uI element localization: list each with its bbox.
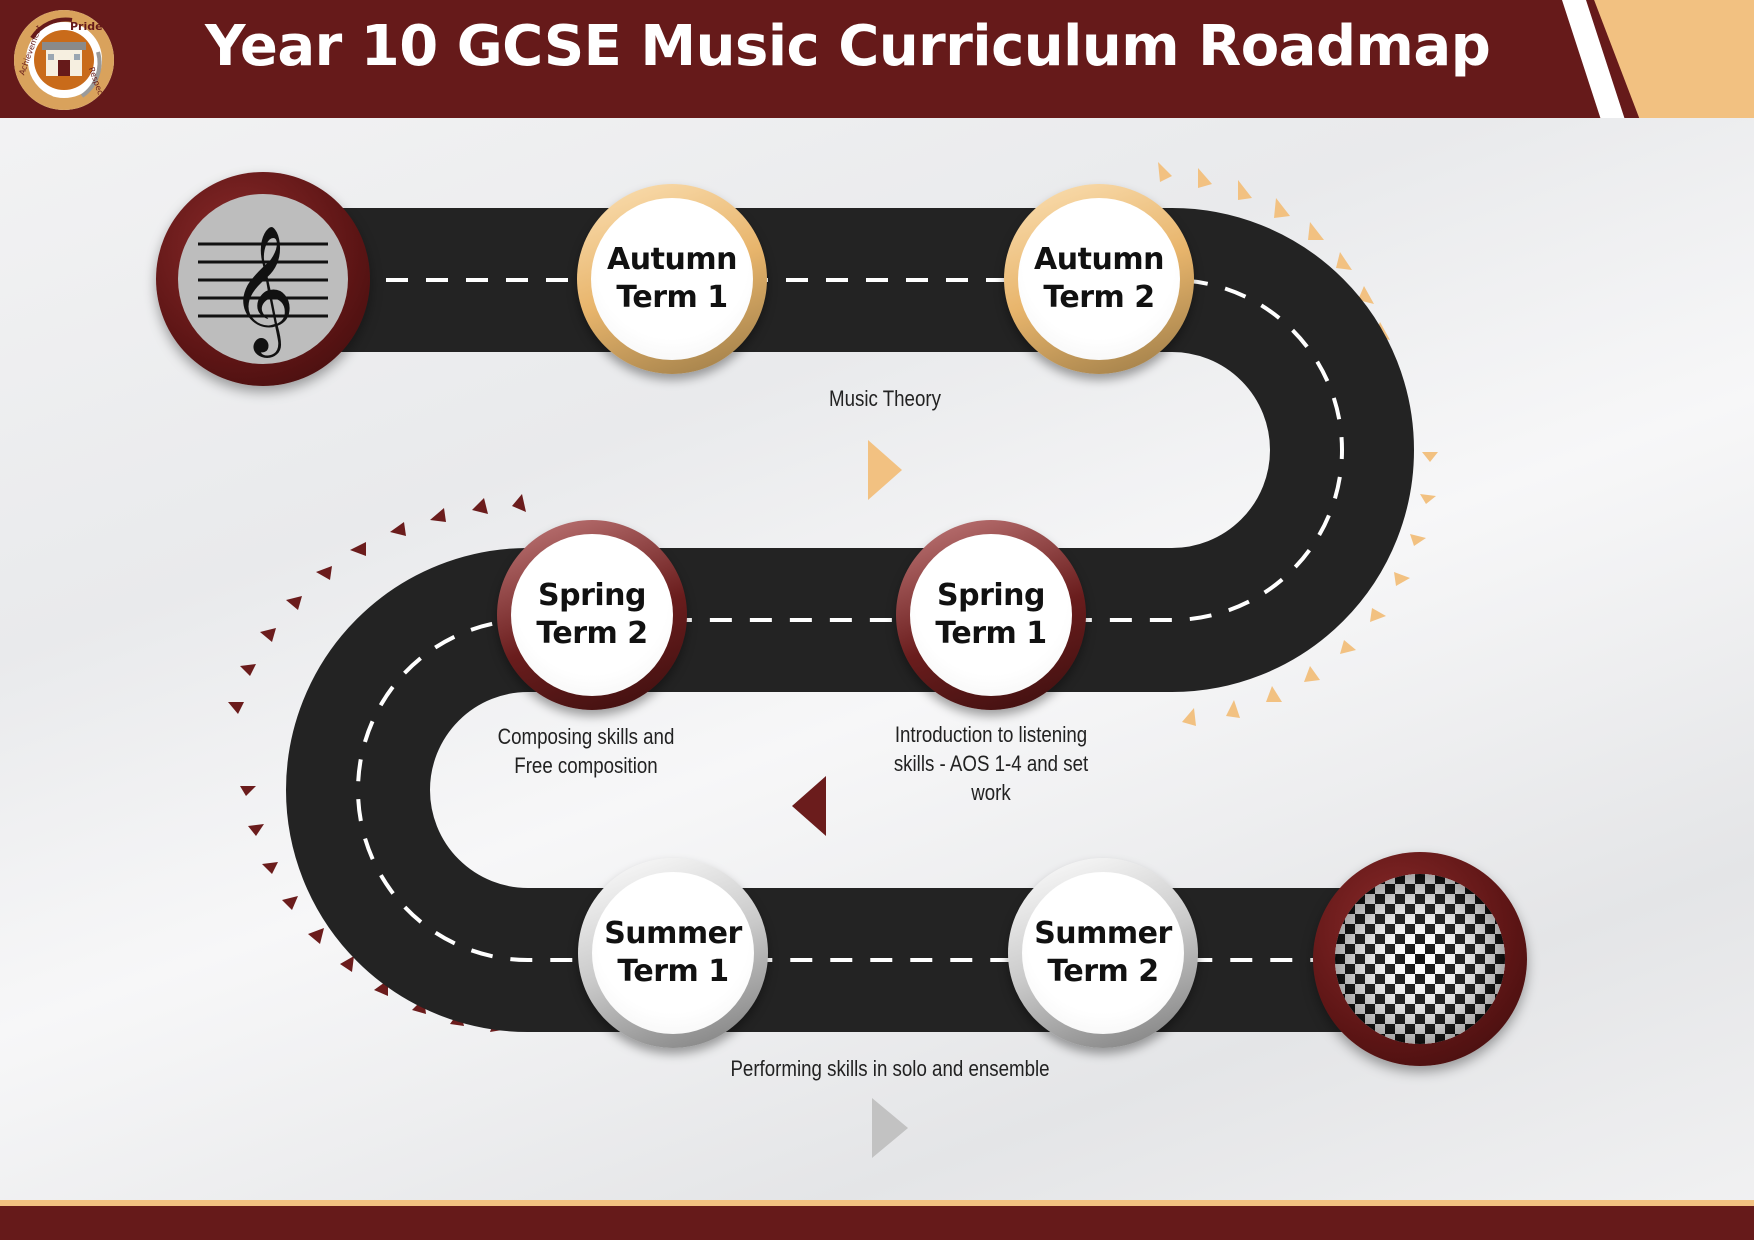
- term-node-spring-2: Spring Term 2: [497, 520, 687, 710]
- svg-text:𝄞: 𝄞: [230, 224, 295, 358]
- term-label: Spring Term 2: [536, 578, 648, 651]
- logo-value-pride: Pride: [70, 20, 103, 33]
- treble-clef-icon: 𝄞: [198, 224, 328, 358]
- chevron-decoration-maroon: [228, 494, 826, 1032]
- header-bar: [0, 0, 1754, 118]
- description-autumn: Music Theory: [829, 386, 941, 411]
- term-node-autumn-2: Autumn Term 2: [1004, 184, 1194, 374]
- checkered-flag-icon: [1335, 874, 1505, 1044]
- description-spring-2: Composing skills and Free composition: [497, 724, 675, 778]
- term-label: Autumn Term 2: [1034, 242, 1164, 315]
- footer-bar: [0, 1206, 1754, 1240]
- term-node-spring-1: Spring Term 1: [896, 520, 1086, 710]
- chevron-decoration-silver: [872, 1098, 908, 1158]
- term-node-autumn-1: Autumn Term 1: [577, 184, 767, 374]
- term-label: Summer Term 2: [1034, 916, 1172, 989]
- description-summer: Performing skills in solo and ensemble: [730, 1056, 1050, 1081]
- term-label: Spring Term 1: [935, 578, 1047, 651]
- term-node-summer-1: Summer Term 1: [578, 858, 768, 1048]
- finish-marker: [1313, 852, 1527, 1066]
- description-spring-1: Introduction to listening skills - AOS 1…: [893, 722, 1089, 805]
- school-crest-icon: Pride Respect Achievement: [12, 8, 116, 112]
- footer-accent: [0, 1200, 1754, 1206]
- term-label: Autumn Term 1: [607, 242, 737, 315]
- term-label: Summer Term 1: [604, 916, 742, 989]
- page-title: Year 10 GCSE Music Curriculum Roadmap: [205, 14, 1491, 79]
- term-node-summer-2: Summer Term 2: [1008, 858, 1198, 1048]
- start-marker: 𝄞: [156, 172, 370, 386]
